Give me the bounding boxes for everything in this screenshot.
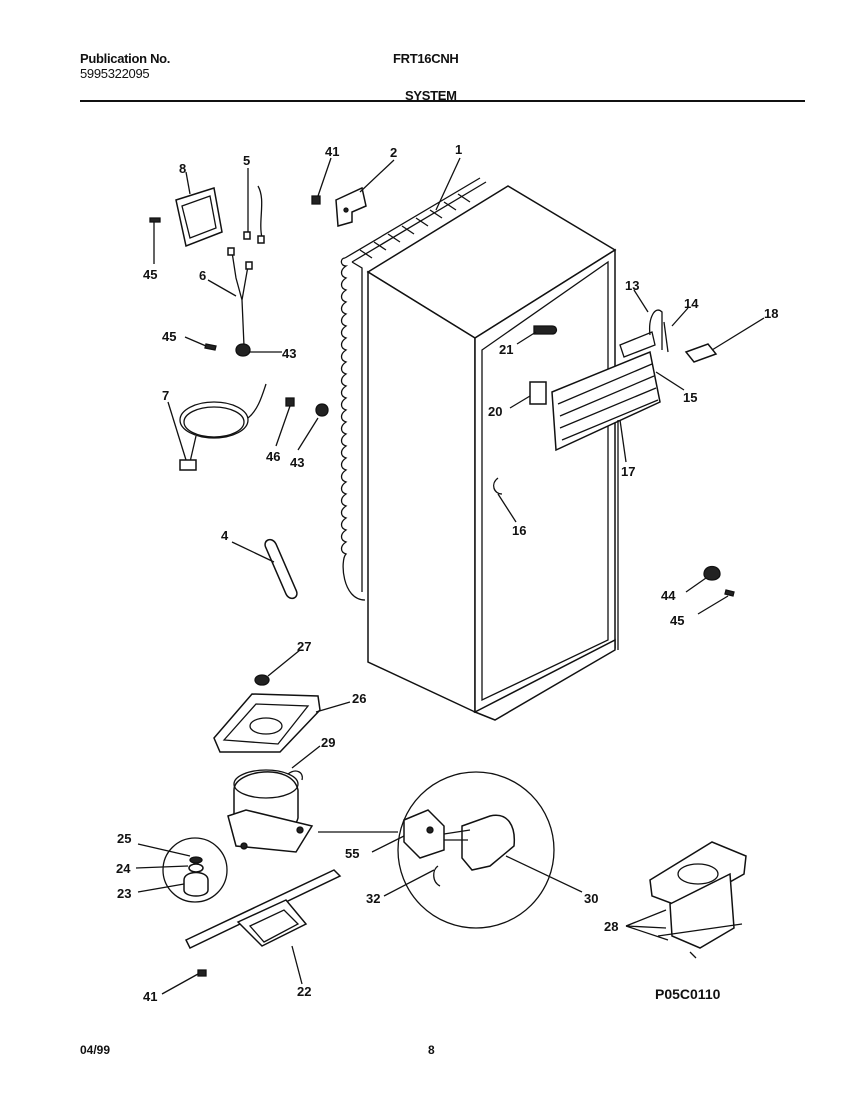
callout-23: 23 [117,886,131,901]
callout-45-c: 45 [670,613,684,628]
part-28-compressor-assembly [649,841,747,959]
part-22-base-rail [184,869,342,949]
callout-44: 44 [661,588,676,603]
screw-45-a [149,217,161,223]
callout-29: 29 [321,735,335,750]
part-2-bracket [335,186,367,227]
callout-30: 30 [584,891,598,906]
diagram-code: P05C0110 [655,986,721,1002]
part-46-screw [285,397,295,407]
callout-2: 2 [390,145,397,160]
callout-5: 5 [243,153,250,168]
part-6-harness [227,247,253,357]
part-26-drain-pan [213,693,321,753]
callout-43-b: 43 [290,455,304,470]
callout-46: 46 [266,449,280,464]
callout-8: 8 [179,161,186,176]
callout-27: 27 [297,639,311,654]
callout-26: 26 [352,691,366,706]
callout-55: 55 [345,846,359,861]
callout-16: 16 [512,523,526,538]
part-8-filter [175,187,223,248]
callout-6: 6 [199,268,206,283]
grommet-detail [162,837,228,903]
part-4-drier [264,538,298,600]
relay-detail [318,771,555,929]
callout-15: 15 [683,390,697,405]
callout-7: 7 [162,388,169,403]
part-29-compressor [227,769,314,853]
callout-41-bottom: 41 [143,989,157,1004]
refrigerator-cabinet [366,185,617,721]
part-21-screw [533,325,558,335]
callout-18: 18 [764,306,778,321]
footer-page-number: 8 [428,1043,435,1057]
section-title: SYSTEM [405,88,457,103]
part-7-cord [179,383,267,471]
publication-number: 5995322095 [80,66,150,81]
leader-lines [135,157,765,995]
callout-45-a: 45 [143,267,157,282]
screw-45-c [724,589,735,597]
model-number: FRT16CNH [393,51,459,66]
callout-25: 25 [117,831,131,846]
screw-45-b [204,343,217,351]
part-27-grommet [254,674,270,686]
callout-24: 24 [116,861,131,876]
callout-14: 14 [684,296,699,311]
publication-label: Publication No. [80,51,171,66]
callout-13: 13 [625,278,639,293]
header-rule [80,100,805,102]
callout-4: 4 [221,528,229,543]
callout-45-b: 45 [162,329,176,344]
callout-22: 22 [297,984,311,999]
callout-21: 21 [499,342,513,357]
callout-43-a: 43 [282,346,296,361]
part-18-bracket [684,343,718,363]
callout-20: 20 [488,404,502,419]
footer-date: 04/99 [80,1043,111,1057]
callout-28: 28 [604,919,618,934]
evaporator [551,309,669,650]
callout-1: 1 [455,142,462,157]
condenser-coil [340,177,487,601]
callout-32: 32 [366,891,380,906]
part-44-clip [703,565,721,581]
part-20-block [529,381,547,405]
part-16-clip [492,477,503,495]
part-5-wiring [243,185,265,244]
part-41-screw [311,195,321,205]
callout-labels: 1 2 4 5 6 7 8 13 14 15 16 17 18 20 21 22… [116,142,778,1004]
callout-41-top: 41 [325,144,339,159]
part-43-clip [315,403,329,417]
callout-17: 17 [621,464,635,479]
part-41-screw-b [197,969,207,977]
